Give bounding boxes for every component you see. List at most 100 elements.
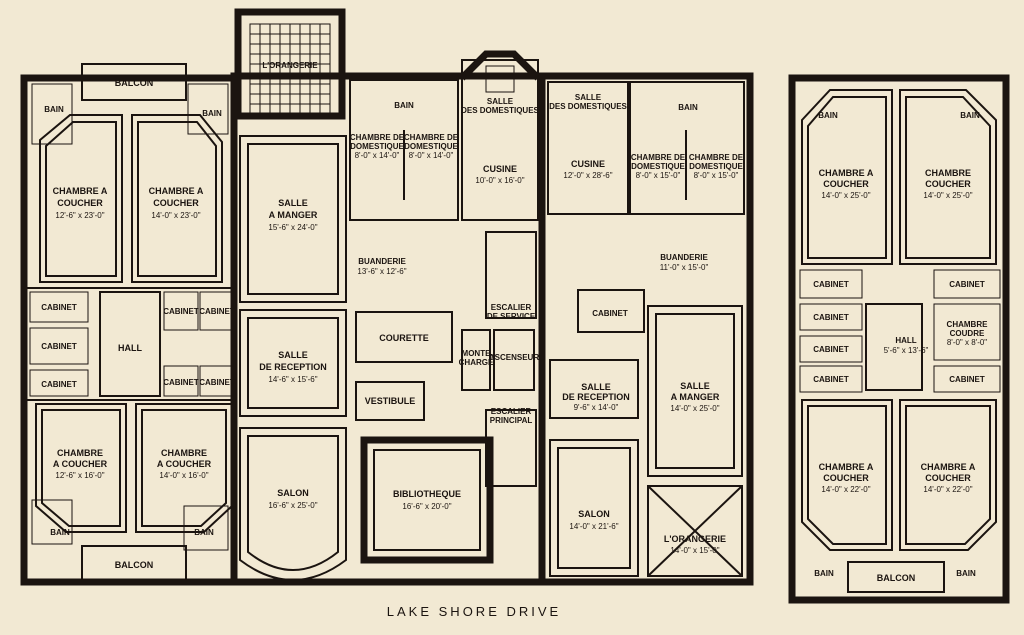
escalier-principal-name1: ESCALIER	[491, 407, 532, 416]
chambre-dom-2-name2: DOMESTIQUE	[404, 142, 458, 151]
chambre-4-name2: A COUCHER	[157, 459, 212, 469]
orangerie-grid	[249, 23, 331, 115]
right-bain-2-label: BAIN	[960, 111, 980, 120]
bain-c-label: BAIN	[394, 101, 414, 110]
cabinet-l6: CABINET	[163, 378, 199, 387]
right-chambre-1-dim: 14'-0" x 25'-0"	[821, 191, 870, 200]
chambre-1-name1: CHAMBRE A	[53, 186, 108, 196]
escalier-service-name2: DE SERVICE	[487, 312, 536, 321]
salon-2-dim: 14'-0" x 21'-6"	[569, 522, 618, 531]
salon-2-name: SALON	[578, 509, 610, 519]
right-balcon-label: BALCON	[877, 573, 916, 583]
chambre-dom-4-dim: 8'-0" x 15'-0"	[694, 171, 739, 180]
cabinet-l2: CABINET	[41, 342, 77, 351]
bain-tr-label: BAIN	[202, 109, 222, 118]
salle-manger-1-dim: 15'-6" x 24'-0"	[268, 223, 317, 232]
bain-br-label: BAIN	[194, 528, 214, 537]
right-cabinet-2: CABINET	[949, 280, 985, 289]
chambre-2-name1: CHAMBRE A	[149, 186, 204, 196]
cabinet-l3: CABINET	[41, 380, 77, 389]
right-cabinet-5: CABINET	[813, 375, 849, 384]
right-hall-name: HALL	[895, 336, 916, 345]
cabinet-c-label: CABINET	[592, 309, 628, 318]
buanderie-2-name: BUANDERIE	[660, 253, 708, 262]
chambre-1-dim: 12'-6" x 23'-0"	[55, 211, 104, 220]
right-cabinet-3: CABINET	[813, 313, 849, 322]
courette-label: COURETTE	[379, 333, 429, 343]
buanderie-1-name: BUANDERIE	[358, 257, 406, 266]
salle-manger-1-name1: SALLE	[278, 198, 308, 208]
monte-charge-name1: MONTE	[462, 349, 492, 358]
ascenseur-label: ASCENSEUR	[489, 353, 539, 362]
center-building	[230, 8, 754, 586]
chambre-dom-3-name1: CHAMBRE DE	[631, 153, 686, 162]
chambre-dom-4-name1: CHAMBRE DE	[689, 153, 744, 162]
orangerie-bottom-dim: 14'-0" x 15'-0"	[670, 546, 719, 555]
cusine-1-name: CUSINE	[483, 164, 517, 174]
chambre-coudre-name2: COUDRE	[950, 329, 985, 338]
escalier-principal-name2: PRINCIPAL	[490, 416, 533, 425]
chambre-3-dim: 12'-6" x 16'-0"	[55, 471, 104, 480]
salle-reception-2-name2: DE RECEPTION	[562, 392, 630, 402]
chambre-4-name1: CHAMBRE	[161, 448, 207, 458]
right-cabinet-6: CABINET	[949, 375, 985, 384]
right-chambre-3-dim: 14'-0" x 22'-0"	[821, 485, 870, 494]
chambre-dom-4-name2: DOMESTIQUE	[689, 162, 743, 171]
salle-manger-2-name2: A MANGER	[671, 392, 720, 402]
cabinet-l7: CABINET	[199, 378, 235, 387]
right-chambre-4-dim: 14'-0" x 22'-0"	[923, 485, 972, 494]
cabinet-l4: CABINET	[163, 307, 199, 316]
bibliotheque-name: BIBLIOTHEQUE	[393, 489, 461, 499]
salle-dom-2-name1: SALLE	[575, 93, 602, 102]
right-cabinet-4: CABINET	[813, 345, 849, 354]
right-chambre-2-name1: CHAMBRE	[925, 168, 971, 178]
salle-dom-1-name2: DES DOMESTIQUES	[461, 106, 539, 115]
chambre-3-name2: A COUCHER	[53, 459, 108, 469]
chambre-dom-2-dim: 8'-0" x 14'-0"	[409, 151, 454, 160]
right-chambre-3-name1: CHAMBRE A	[819, 462, 874, 472]
bain-bl-label: BAIN	[50, 528, 70, 537]
cusine-1-dim: 10'-0" x 16'-0"	[475, 176, 524, 185]
left-apartment	[20, 63, 238, 586]
right-chambre-2-name2: COUCHER	[925, 179, 971, 189]
right-hall-dim: 5'-6" x 13'-6"	[884, 346, 929, 355]
buanderie-2-dim: 11'-0" x 15'-0"	[660, 263, 709, 272]
bain-c2-label: BAIN	[678, 103, 698, 112]
salle-reception-1-dim: 14'-6" x 15'-6"	[268, 375, 317, 384]
chambre-2-dim: 14'-0" x 23'-0"	[151, 211, 200, 220]
chambre-dom-1-name2: DOMESTIQUE	[350, 142, 404, 151]
right-bain-4-label: BAIN	[956, 569, 976, 578]
salle-reception-2-dim: 9'-6" x 14'-0"	[574, 403, 619, 412]
chambre-3-name1: CHAMBRE	[57, 448, 103, 458]
salle-reception-2-name1: SALLE	[581, 382, 611, 392]
orangerie-top-label: L'ORANGERIE	[262, 61, 318, 70]
monte-charge-name2: CHARGE	[459, 358, 494, 367]
right-chambre-4-name2: COUCHER	[925, 473, 971, 483]
chambre-dom-3-dim: 8'-0" x 15'-0"	[636, 171, 681, 180]
right-chambre-2-dim: 14'-0" x 25'-0"	[923, 191, 972, 200]
salon-1-name: SALON	[277, 488, 309, 498]
cabinet-l5: CABINET	[199, 307, 235, 316]
vestibule-label: VESTIBULE	[365, 396, 416, 406]
caption: LAKE SHORE DRIVE	[387, 604, 561, 619]
orangerie-bottom-name: L'ORANGERIE	[664, 534, 726, 544]
bibliotheque-dim: 16'-6" x 20'-0"	[402, 502, 451, 511]
chambre-dom-1-name1: CHAMBRE DE	[350, 133, 405, 142]
right-bain-3-label: BAIN	[814, 569, 834, 578]
escalier-service-name1: ESCALIER	[491, 303, 532, 312]
hall-label: HALL	[118, 343, 142, 353]
chambre-dom-2-name1: CHAMBRE DE	[404, 133, 459, 142]
right-apartment	[788, 74, 1010, 604]
cabinet-l1: CABINET	[41, 303, 77, 312]
cusine-2-dim: 12'-0" x 28'-6"	[563, 171, 612, 180]
balcon-bottom-label: BALCON	[115, 560, 154, 570]
chambre-dom-3-name2: DOMESTIQUE	[631, 162, 685, 171]
salle-dom-1-name1: SALLE	[487, 97, 514, 106]
chambre-dom-1-dim: 8'-0" x 14'-0"	[355, 151, 400, 160]
right-chambre-3-name2: COUCHER	[823, 473, 869, 483]
right-chambre-1-name2: COUCHER	[823, 179, 869, 189]
right-bain-1-label: BAIN	[818, 111, 838, 120]
chambre-2-name2: COUCHER	[153, 198, 199, 208]
chambre-coudre-name1: CHAMBRE	[947, 320, 989, 329]
